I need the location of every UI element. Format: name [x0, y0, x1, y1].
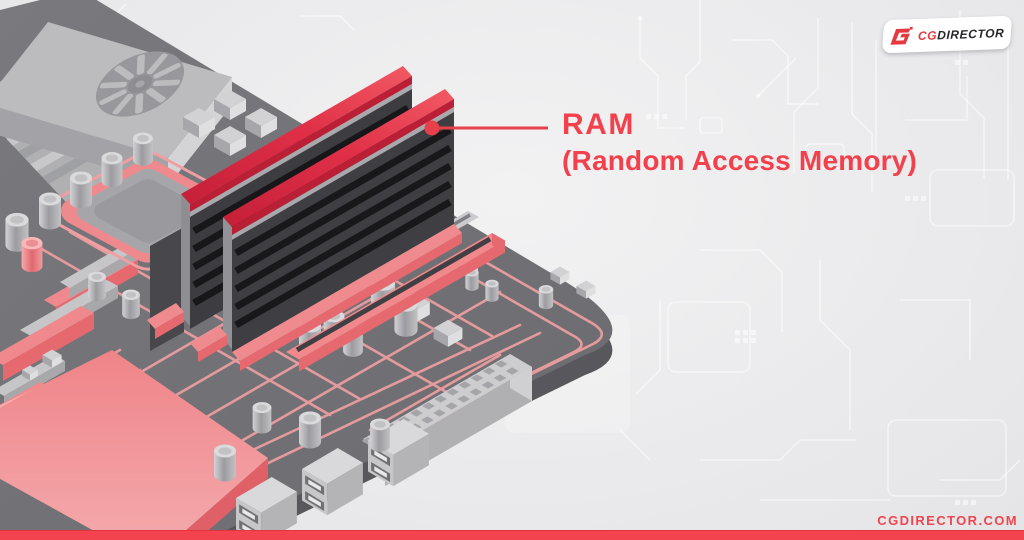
- ram-label-subtitle: (Random Access Memory): [562, 145, 918, 176]
- ram-modules: [147, 66, 462, 371]
- fan-icon: [95, 51, 185, 117]
- site-link: CGDIRECTOR.COM: [877, 513, 1018, 528]
- cpu-fan-heatsink: [0, 22, 232, 186]
- cgdirector-g-icon: [890, 26, 913, 45]
- brand-logo-text: CGDIRECTOR: [918, 25, 1005, 42]
- brand-logo-inner: CGDIRECTOR: [889, 22, 1005, 46]
- logo-text-cg: CG: [918, 27, 938, 43]
- ram-label-title: RAM: [562, 108, 635, 141]
- callout: [424, 120, 548, 136]
- ram-label: RAM (Random Access Memory): [562, 108, 917, 180]
- ram-module-front: [223, 89, 462, 371]
- brand-logo: CGDIRECTOR: [881, 15, 1013, 54]
- bottom-accent-bar: [0, 530, 1024, 540]
- circuit-background-pattern: [61, 0, 1021, 501]
- callout-dot: [424, 120, 440, 136]
- logo-text-director: DIRECTOR: [937, 25, 1005, 42]
- circuit-background-pads: [637, 15, 1011, 505]
